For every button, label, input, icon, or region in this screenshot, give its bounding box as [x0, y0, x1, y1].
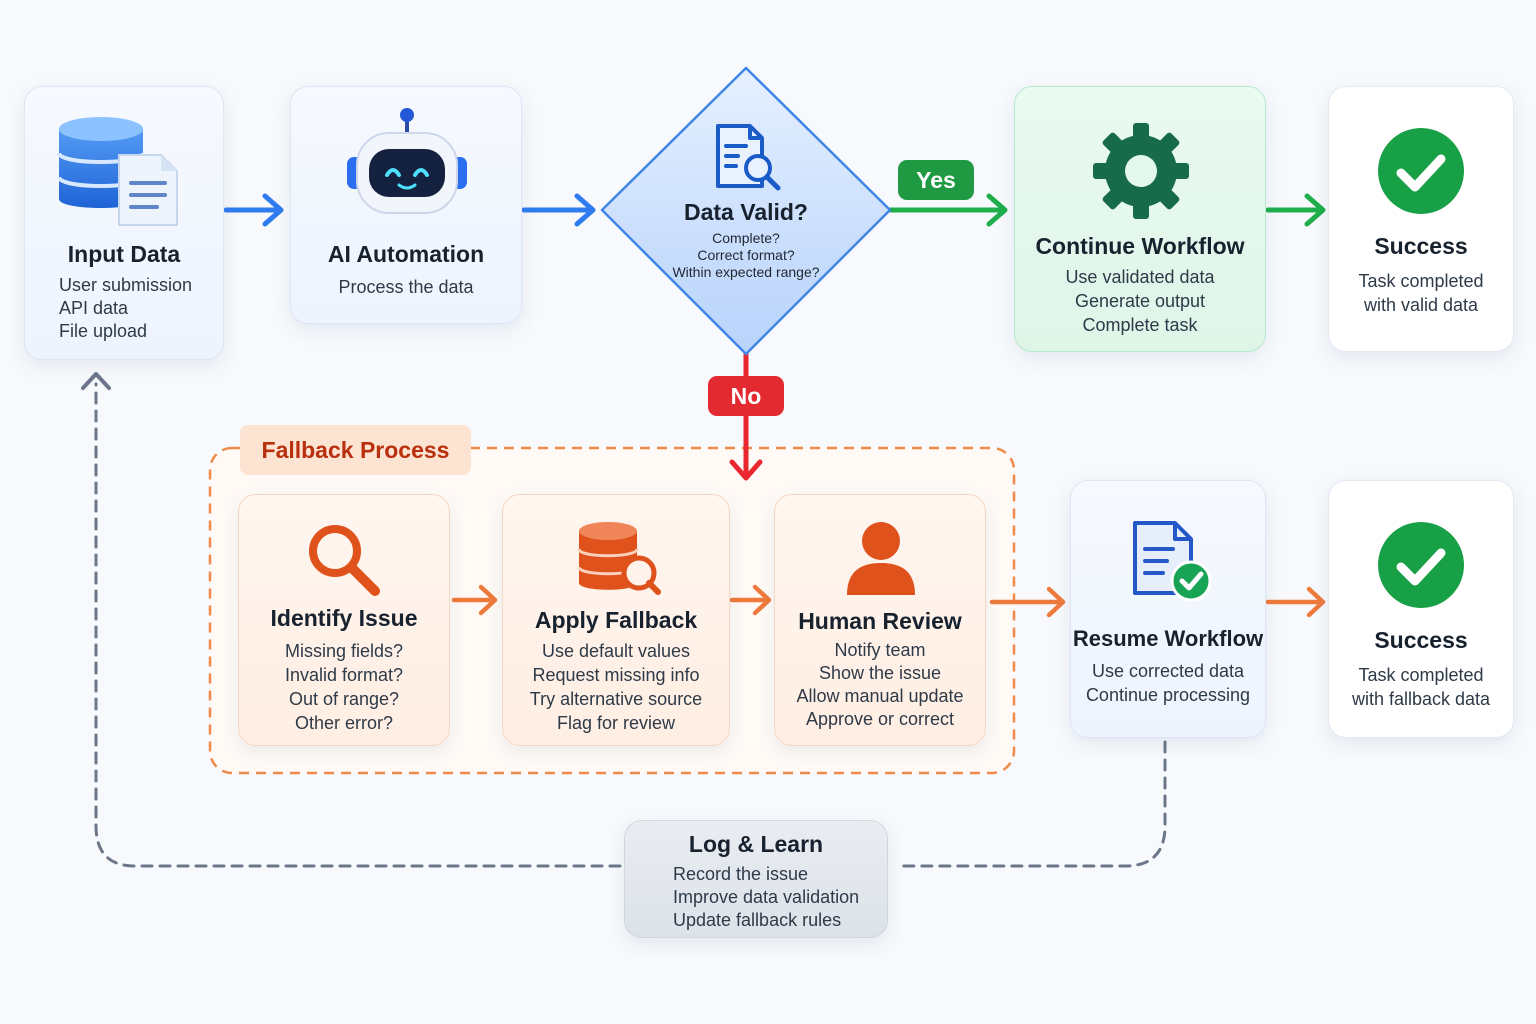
- human-review-line: Notify team: [834, 640, 926, 660]
- human-review-card: Human Review Notify team Show the issue …: [774, 494, 986, 746]
- apply-fallback-line: Request missing info: [532, 665, 700, 685]
- input-data-line: API data: [59, 298, 129, 318]
- decision-line: Within expected range?: [672, 264, 820, 280]
- apply-fallback-lines: Use default values Request missing info …: [503, 639, 729, 735]
- identify-issue-title: Identify Issue: [270, 605, 418, 631]
- document-search-icon: [716, 124, 781, 191]
- continue-workflow-line: Generate output: [1074, 291, 1206, 311]
- success-valid-lines: Task completed with valid data: [1329, 269, 1513, 317]
- arrow-yes-to-continue: [887, 193, 1008, 227]
- robot-icon: [347, 108, 467, 214]
- log-learn-line: Update fallback rules: [673, 910, 842, 930]
- log-learn-line: Improve data validation: [673, 887, 860, 907]
- log-learn-card: Log & Learn Record the issue Improve dat…: [624, 820, 888, 938]
- check-circle-icon: [1378, 128, 1464, 214]
- success-fallback-line: with fallback data: [1351, 689, 1491, 709]
- human-review-line: Allow manual update: [796, 686, 964, 706]
- magnifier-icon: [309, 525, 380, 596]
- success-valid-title: Success: [1374, 233, 1468, 259]
- document-check-icon: [1133, 521, 1212, 602]
- ai-automation-title: AI Automation: [327, 241, 485, 267]
- input-data-line: File upload: [59, 321, 148, 341]
- human-review-line: Show the issue: [818, 663, 942, 683]
- resume-workflow-title: Resume Workflow: [1072, 626, 1264, 651]
- success-fallback-title: Success: [1374, 627, 1468, 653]
- arrow-identify-to-apply: [451, 584, 498, 616]
- ai-automation-card: AI Automation Process the data: [290, 86, 522, 324]
- ai-automation-line: Process the data: [338, 277, 474, 297]
- continue-workflow-title: Continue Workflow: [1035, 233, 1245, 259]
- identify-issue-line: Other error?: [294, 713, 394, 733]
- resume-workflow-line: Continue processing: [1085, 685, 1251, 705]
- apply-fallback-line: Flag for review: [556, 713, 676, 733]
- arrow-apply-to-human: [729, 584, 772, 616]
- decision-line: Correct format?: [697, 247, 795, 263]
- apply-fallback-line: Try alternative source: [529, 689, 703, 709]
- input-data-title: Input Data: [67, 241, 181, 267]
- input-data-line: User submission: [59, 275, 193, 295]
- human-review-lines: Notify team Show the issue Allow manual …: [775, 639, 985, 731]
- arrow-no-to-fallback: [729, 351, 763, 481]
- resume-workflow-card: Resume Workflow Use corrected data Conti…: [1070, 480, 1266, 738]
- decision-title: Data Valid?: [684, 199, 808, 225]
- yes-badge: Yes: [898, 160, 974, 200]
- success-valid-line: with valid data: [1363, 295, 1479, 315]
- database-search-icon: [577, 522, 661, 595]
- arrow-input-to-ai: [223, 193, 284, 227]
- gear-icon: [1093, 123, 1189, 219]
- log-learn-line: Record the issue: [673, 864, 809, 884]
- arrow-continue-to-success: [1265, 193, 1326, 227]
- input-data-lines: User submission API data File upload: [59, 274, 223, 343]
- database-document-icon: [57, 117, 178, 226]
- arrow-ai-to-decision: [521, 193, 596, 227]
- identify-issue-lines: Missing fields? Invalid format? Out of r…: [239, 639, 449, 735]
- success-fallback-lines: Task completed with fallback data: [1329, 663, 1513, 711]
- decision-line: Complete?: [712, 230, 780, 246]
- resume-workflow-line: Use corrected data: [1091, 661, 1245, 681]
- continue-workflow-lines: Use validated data Generate output Compl…: [1015, 265, 1265, 337]
- log-learn-lines: Record the issue Improve data validation…: [673, 863, 887, 932]
- check-circle-icon: [1378, 522, 1464, 608]
- success-valid-card: Success Task completed with valid data: [1328, 86, 1514, 352]
- success-valid-line: Task completed: [1358, 271, 1484, 291]
- continue-workflow-line: Use validated data: [1065, 267, 1215, 287]
- input-data-card: Input Data User submission API data File…: [24, 86, 224, 360]
- identify-issue-line: Out of range?: [288, 689, 400, 709]
- apply-fallback-line: Use default values: [541, 641, 691, 661]
- no-badge: No: [708, 376, 784, 416]
- log-learn-title: Log & Learn: [688, 831, 824, 857]
- arrow-fallback-to-resume: [989, 586, 1066, 618]
- human-review-title: Human Review: [798, 608, 962, 634]
- decision-lines: Complete? Correct format? Within expecte…: [636, 230, 856, 281]
- arrow-resume-to-success: [1265, 586, 1326, 618]
- person-icon: [847, 522, 915, 595]
- apply-fallback-title: Apply Fallback: [534, 607, 698, 633]
- fallback-process-label: Fallback Process: [240, 425, 471, 475]
- apply-fallback-card: Apply Fallback Use default values Reques…: [502, 494, 730, 746]
- success-fallback-line: Task completed: [1358, 665, 1484, 685]
- ai-automation-lines: Process the data: [291, 276, 521, 299]
- loop-back-connector: [81, 372, 1167, 868]
- identify-issue-card: Identify Issue Missing fields? Invalid f…: [238, 494, 450, 746]
- identify-issue-line: Missing fields?: [284, 641, 404, 661]
- human-review-line: Approve or correct: [805, 709, 955, 729]
- success-fallback-card: Success Task completed with fallback dat…: [1328, 480, 1514, 738]
- identify-issue-line: Invalid format?: [284, 665, 404, 685]
- decision-diamond: [600, 66, 892, 356]
- continue-workflow-card: Continue Workflow Use validated data Gen…: [1014, 86, 1266, 352]
- continue-workflow-line: Complete task: [1082, 315, 1198, 335]
- resume-workflow-lines: Use corrected data Continue processing: [1071, 659, 1265, 707]
